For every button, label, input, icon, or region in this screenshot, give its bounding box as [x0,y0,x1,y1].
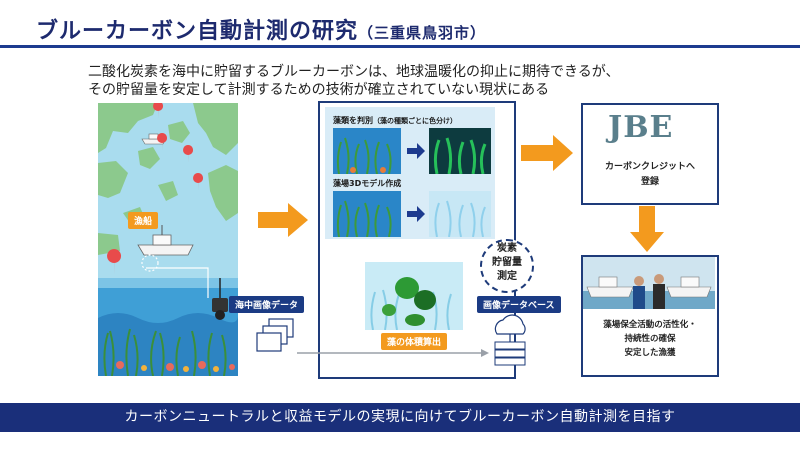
classify-note: （藻の種類ごとに色分け） [373,117,457,125]
benefits-line-3: 安定した漁獲 [624,348,676,358]
carbon-storage-line-1: 炭素 [497,243,517,254]
data-flow-arrow-icon [297,349,489,357]
seaweed-volume-tag: 藻の体積算出 [381,333,448,350]
field-panel [98,103,238,376]
fishing-boat-tag: 漁船 [128,212,159,229]
arrow-right-icon [258,203,308,237]
image-database-tag: 画像データベース [477,296,561,313]
classify-title: 藻類を判別 [333,116,373,125]
classify-heading: 藻類を判別（藻の種類ごとに色分け） [333,115,457,126]
carbon-credit-box [581,103,719,205]
seaweed-volume-image [365,262,463,330]
carbon-storage-badge [480,239,534,293]
carbon-credit-line-2: 登録 [640,177,659,187]
title-divider [0,45,800,48]
page-title: ブルーカーボン自動計測の研究（三重県鳥羽市） [36,13,486,45]
carbon-storage-line-2: 貯留量 [492,257,522,268]
carbon-credit-line-1: カーボンクレジットへ [604,162,695,172]
benefits-line-2: 持続性の確保 [624,334,676,344]
image-stack-icon [256,318,294,352]
footer-banner: カーボンニュートラルと収益モデルの実現に向けてブルーカーボン自動計測を目指す [0,403,800,432]
benefits-line-1: 藻場保全活動の活性化・ [603,320,697,330]
carbon-credit-text: カーボンクレジットへ 登録 [583,160,717,190]
arrow-right-icon [521,135,573,171]
model-heading: 藻場3Dモデル作成 [333,179,402,188]
carbon-storage-line-3: 測定 [497,271,517,282]
intro-line-2: その貯留量を安定して計測するための技術が確立されていない現状にある [88,82,550,98]
title-location: （三重県鳥羽市） [358,24,487,42]
carbon-storage-text: 炭素 貯留量 測定 [483,242,531,284]
sea-map-illustration [98,103,238,376]
seaweed-classification-images [333,128,491,174]
fishermen-photo [583,257,715,309]
benefits-text: 藻場保全活動の活性化・ 持続性の確保 安定した漁獲 [583,318,717,360]
title-main: ブルーカーボン自動計測の研究 [36,19,359,44]
cloud-database-icon [494,314,526,366]
jbe-logo: JBE [608,110,674,145]
underwater-image-data-tag: 海中画像データ [229,296,305,313]
seaweed-3d-model-images [333,191,491,237]
intro-line-1: 二酸化炭素を海中に貯留するブルーカーボンは、地球温暖化の抑止に期待できるが、 [88,64,620,80]
arrow-down-icon [630,206,664,252]
